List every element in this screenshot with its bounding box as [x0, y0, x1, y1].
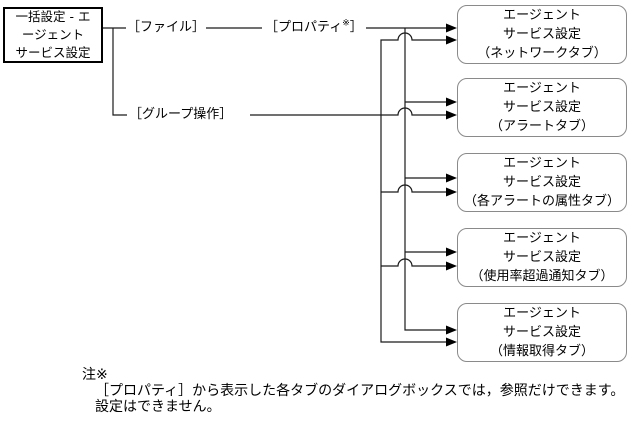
- target-box-alert-attribute-tab: エージェント サービス設定 （各アラートの属性タブ）: [457, 153, 627, 212]
- target-box-line: エージェント: [503, 81, 581, 96]
- root-window-box: 一括設定 - エ ージェント サービス設定: [3, 7, 103, 63]
- target-box-network-tab: エージェント サービス設定 （ネットワークタブ）: [457, 5, 627, 64]
- target-box-alert-tab: エージェント サービス設定 （アラートタブ）: [457, 78, 627, 137]
- root-window-box-line: ージェント: [21, 27, 85, 42]
- menu-label-properties: ［プロパティ※］: [264, 18, 364, 36]
- connector-line: [381, 258, 446, 267]
- footnote-line: ［プロパティ］から表示した各タブのダイアログボックスでは，参照だけできます。: [95, 383, 625, 399]
- target-box-line: （各アラートの属性タブ）: [463, 194, 620, 209]
- target-box-line: サービス設定: [502, 250, 581, 265]
- arrowhead: [446, 23, 457, 33]
- connector-line: [380, 32, 446, 343]
- arrowhead: [446, 187, 457, 197]
- target-box-line: エージェント: [503, 156, 581, 171]
- target-box-line: エージェント: [503, 231, 581, 246]
- note-reference-mark: ※: [342, 18, 350, 29]
- target-box-line: サービス設定: [502, 27, 581, 42]
- arrowhead: [446, 261, 457, 271]
- target-box-line: （使用率超過通知タブ）: [470, 269, 614, 284]
- arrowhead: [446, 247, 457, 257]
- connector-line-group: [102, 27, 446, 343]
- target-box-line: （アラートタブ）: [489, 119, 594, 134]
- arrowhead: [446, 97, 457, 107]
- target-box-line: サービス設定: [502, 100, 581, 115]
- arrowhead: [446, 110, 457, 120]
- target-box-line: エージェント: [503, 306, 581, 321]
- menu-label-properties-text: ［プロパティ: [265, 20, 343, 35]
- target-box-line: サービス設定: [502, 175, 581, 190]
- target-box-line: （ネットワークタブ）: [477, 46, 607, 61]
- connector-line: [381, 184, 446, 193]
- root-window-box-line: サービス設定: [15, 45, 91, 60]
- menu-label-group-operation: ［グループ操作］: [128, 107, 234, 123]
- target-box-usage-notification-tab: エージェント サービス設定 （使用率超過通知タブ）: [457, 228, 627, 287]
- target-box-info-acquisition-tab: エージェント サービス設定 （情報取得タブ）: [457, 303, 627, 362]
- menu-label-file: ［ファイル］: [126, 20, 207, 36]
- connector-line: [404, 28, 446, 331]
- arrowhead: [446, 337, 457, 347]
- target-box-line: サービス設定: [502, 325, 581, 340]
- arrowhead: [446, 325, 457, 335]
- footnote-label: 注※: [82, 367, 108, 383]
- menu-label-properties-close: ］: [349, 20, 363, 35]
- menu-label-file-text: ［ファイル］: [127, 20, 206, 35]
- connector-line: [112, 28, 127, 116]
- footnote-line: 設定はできません。: [95, 399, 221, 415]
- footnote: 注※ ［プロパティ］から表示した各タブのダイアログボックスでは，参照だけできます…: [82, 367, 624, 415]
- root-window-box-line: 一括設定 - エ: [15, 9, 91, 24]
- arrowhead-group: [446, 23, 457, 347]
- arrowhead: [446, 35, 457, 45]
- menu-label-group-operation-text: ［グループ操作］: [129, 107, 233, 122]
- target-box-line: エージェント: [503, 8, 581, 23]
- connector-line: [250, 107, 446, 116]
- arrowhead: [446, 173, 457, 183]
- target-box-line: （情報取得タブ）: [489, 344, 594, 359]
